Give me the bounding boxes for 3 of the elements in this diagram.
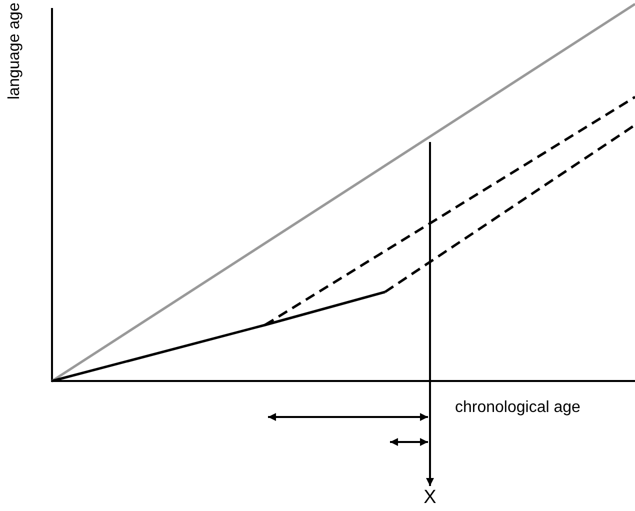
marker-label: X [422,488,438,507]
y-axis-label: language age [6,2,24,102]
x-axis-label: chronological age [455,399,580,417]
